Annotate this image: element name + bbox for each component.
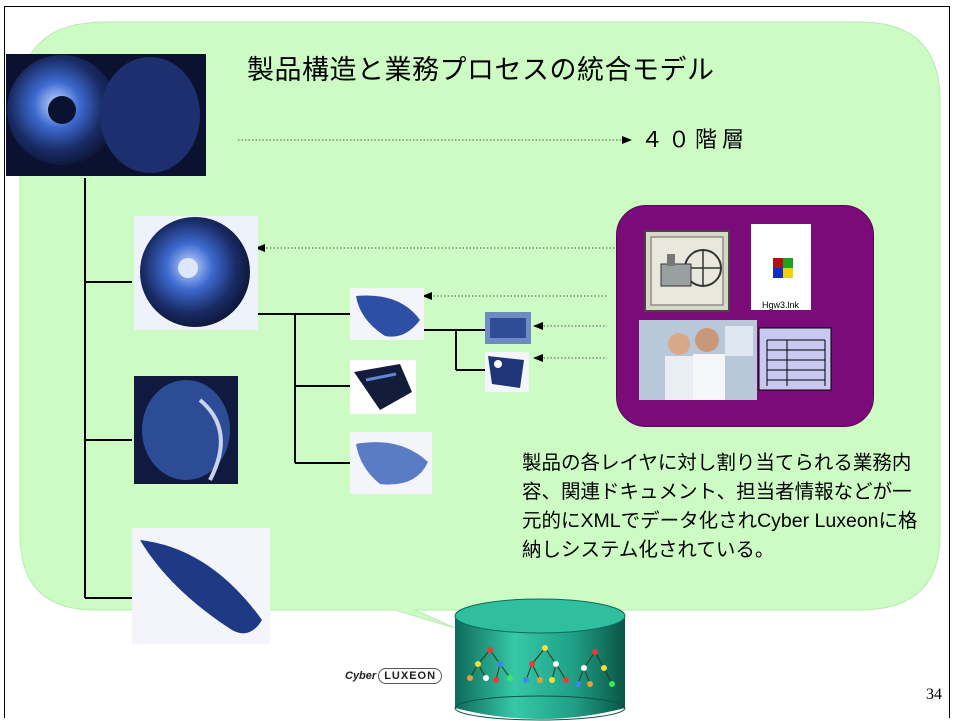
page-number: 34	[926, 686, 942, 703]
part-image-2	[350, 360, 416, 414]
logo-luxeon-text: LUXEON	[378, 668, 443, 684]
engine-image-core	[134, 376, 238, 484]
file-shortcut-label: Hgw3.lnk	[762, 300, 800, 310]
dotted-arrows	[238, 139, 624, 359]
hierarchy-lines	[84, 178, 485, 599]
description-text: 製品の各レイヤに対し割り当てられる業務内容、関連ドキュメント、担当者情報などが一…	[522, 452, 918, 561]
slide-title: 製品構造と業務プロセスの統合モデル	[247, 55, 715, 85]
cyber-luxeon-logo: Cyber LUXEON	[345, 668, 443, 684]
engine-image-fan	[134, 216, 258, 330]
part-image-5	[485, 352, 529, 392]
engine-image-main	[6, 54, 206, 176]
engine-image-nacelle	[132, 528, 270, 644]
xml-tree-nodes	[467, 645, 615, 687]
people-photo	[639, 320, 757, 400]
database-cylinder	[454, 598, 626, 721]
xml-tree-graphic	[469, 647, 613, 685]
machine-drawing-icon	[644, 230, 730, 312]
table-document-icon	[758, 327, 832, 391]
resource-panel: Hgw3.lnk	[616, 205, 874, 427]
layer-count-label: ４０階層	[641, 127, 750, 152]
part-image-3	[350, 432, 432, 494]
part-image-1	[350, 288, 424, 340]
logo-cyber-text: Cyber	[345, 670, 377, 682]
part-image-4	[485, 312, 531, 344]
slide-frame	[4, 6, 950, 718]
file-shortcut-icon	[751, 224, 811, 310]
arrow-heads	[255, 136, 632, 362]
